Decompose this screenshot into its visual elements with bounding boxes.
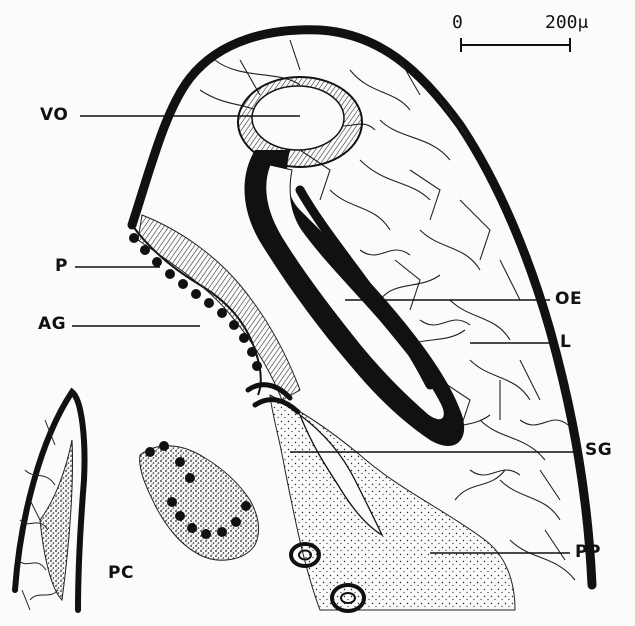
label-p: P xyxy=(55,258,68,275)
label-l: L xyxy=(560,334,571,351)
lower-lobe xyxy=(140,446,259,560)
scale-bar xyxy=(461,38,570,52)
label-ag: AG xyxy=(38,316,66,333)
scale-start-label: 0 xyxy=(452,14,463,32)
label-sg: SG xyxy=(585,442,612,459)
posterior-section xyxy=(15,392,85,610)
label-pp: PP xyxy=(575,544,601,561)
label-vo: VO xyxy=(40,107,68,124)
label-pc: PC xyxy=(108,565,134,582)
scale-end-label: 200μ xyxy=(545,14,588,32)
label-oe: OE xyxy=(555,291,582,308)
